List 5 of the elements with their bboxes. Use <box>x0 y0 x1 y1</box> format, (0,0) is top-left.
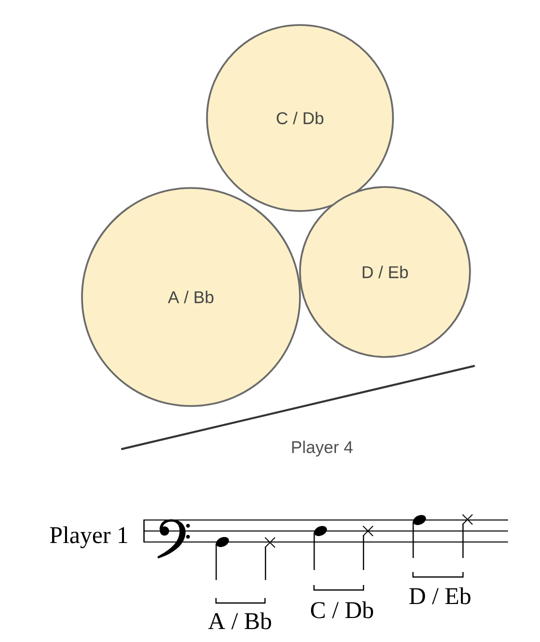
pitch-label: C / Db <box>310 601 374 618</box>
player-label: Player 4 <box>292 440 353 457</box>
pitch-label: D / Eb <box>409 587 470 604</box>
player-label: Player 1 <box>50 526 128 548</box>
pitch-label: A / Bb <box>208 612 272 630</box>
